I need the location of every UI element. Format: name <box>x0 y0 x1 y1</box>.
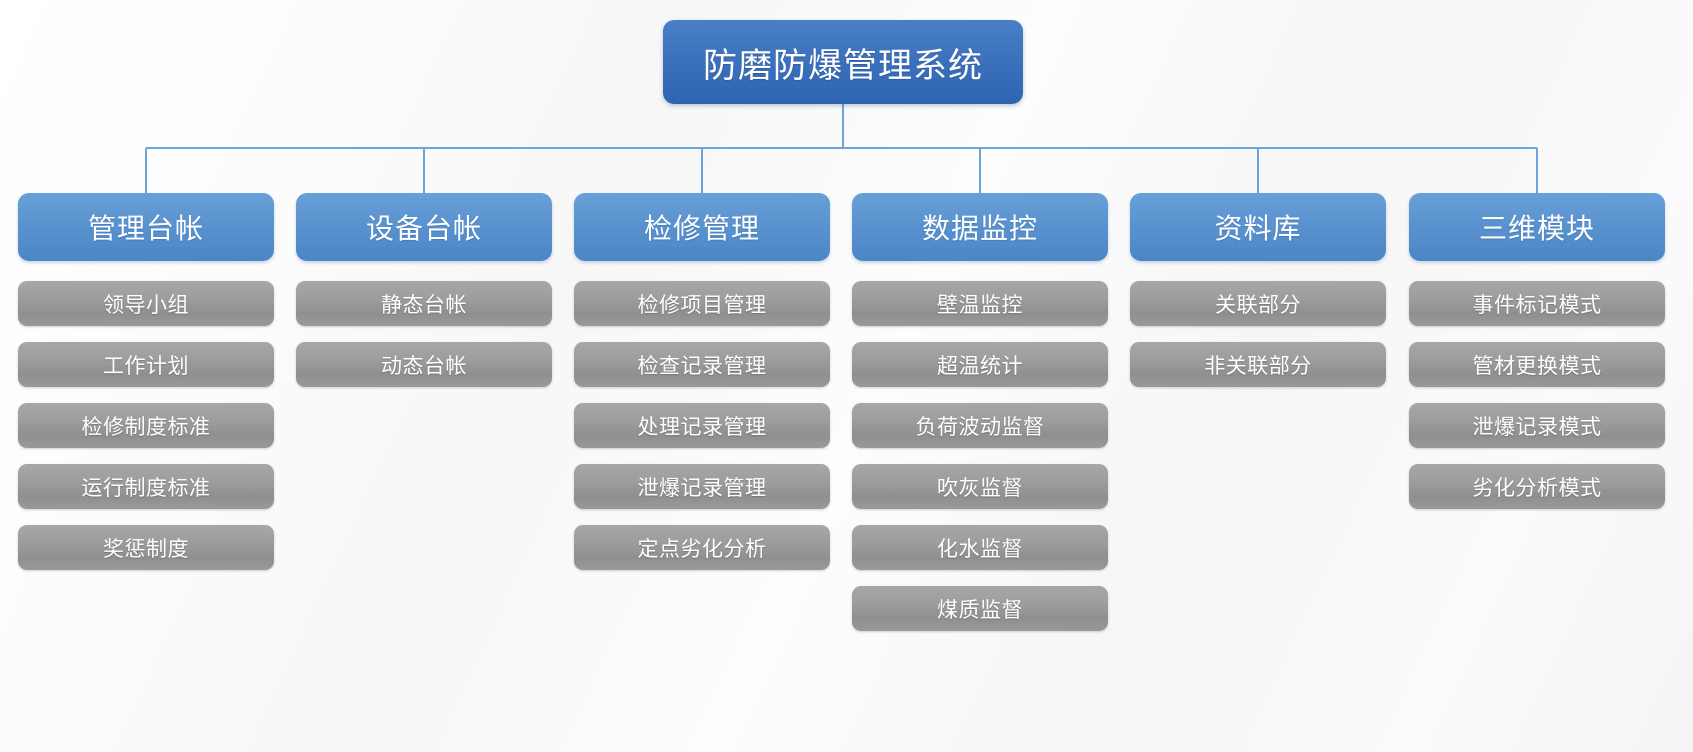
leaf-node-yunxing-zhidu-biaozhun[interactable]: 运行制度标准 <box>18 464 274 509</box>
leaf-node-label: 工作计划 <box>103 354 189 378</box>
leaf-node-label: 动态台帐 <box>381 354 467 378</box>
leaf-node-jingtai-taizhang[interactable]: 静态台帐 <box>296 281 552 326</box>
leaf-node-guancai-genghuan-moshi[interactable]: 管材更换模式 <box>1409 342 1665 387</box>
leaf-node-dingdian-liehua-fenxi[interactable]: 定点劣化分析 <box>574 525 830 570</box>
leaf-node-label: 化水监督 <box>937 537 1023 561</box>
branch-node-ziliaoku[interactable]: 资料库 <box>1130 193 1386 261</box>
leaf-node-label: 负荷波动监督 <box>915 415 1045 439</box>
leaf-node-label: 定点劣化分析 <box>637 537 767 561</box>
branch-node-shebei-taizhang[interactable]: 设备台帐 <box>296 193 552 261</box>
branch-node-shuju-jiankong[interactable]: 数据监控 <box>852 193 1108 261</box>
branch-children-4: 壁温监控 超温统计 负荷波动监督 吹灰监督 化水监督 煤质监督 <box>852 281 1108 631</box>
leaf-node-xiebao-jilu-moshi[interactable]: 泄爆记录模式 <box>1409 403 1665 448</box>
leaf-node-fuhe-bodong-jiandu[interactable]: 负荷波动监督 <box>852 403 1108 448</box>
branch-children-6: 事件标记模式 管材更换模式 泄爆记录模式 劣化分析模式 <box>1409 281 1665 509</box>
branch-column-6: 三维模块 事件标记模式 管材更换模式 泄爆记录模式 劣化分析模式 <box>1409 193 1665 509</box>
branch-column-4: 数据监控 壁温监控 超温统计 负荷波动监督 吹灰监督 化水监督 煤质监督 <box>852 193 1108 631</box>
branch-column-5: 资料库 关联部分 非关联部分 <box>1130 193 1386 387</box>
leaf-node-label: 关联部分 <box>1215 293 1301 317</box>
leaf-node-label: 劣化分析模式 <box>1472 476 1602 500</box>
leaf-node-label: 超温统计 <box>937 354 1023 378</box>
branch-node-label: 数据监控 <box>921 213 1038 244</box>
branch-children-1: 领导小组 工作计划 检修制度标准 运行制度标准 奖惩制度 <box>18 281 274 570</box>
root-node-system[interactable]: 防磨防爆管理系统 <box>663 20 1023 104</box>
branch-node-label: 资料库 <box>1214 213 1302 244</box>
leaf-node-label: 检查记录管理 <box>637 354 767 378</box>
leaf-node-label: 泄爆记录模式 <box>1472 415 1602 439</box>
leaf-node-chuli-jilu-guanli[interactable]: 处理记录管理 <box>574 403 830 448</box>
leaf-node-shijian-biaoji-moshi[interactable]: 事件标记模式 <box>1409 281 1665 326</box>
branch-node-guanli-taizhang[interactable]: 管理台帐 <box>18 193 274 261</box>
branch-node-label: 设备台帐 <box>365 213 482 244</box>
leaf-node-jiancha-jilu-guanli[interactable]: 检查记录管理 <box>574 342 830 387</box>
root-node-label: 防磨防爆管理系统 <box>703 46 983 85</box>
branch-node-label: 三维模块 <box>1478 213 1595 244</box>
leaf-node-lingdao-xiaozu[interactable]: 领导小组 <box>18 281 274 326</box>
leaf-node-jianxiu-xiangmu-guanli[interactable]: 检修项目管理 <box>574 281 830 326</box>
leaf-node-chuihui-jiandu[interactable]: 吹灰监督 <box>852 464 1108 509</box>
branch-children-5: 关联部分 非关联部分 <box>1130 281 1386 387</box>
branch-column-3: 检修管理 检修项目管理 检查记录管理 处理记录管理 泄爆记录管理 定点劣化分析 <box>574 193 830 570</box>
leaf-node-label: 事件标记模式 <box>1472 293 1602 317</box>
branch-column-2: 设备台帐 静态台帐 动态台帐 <box>296 193 552 387</box>
branch-children-2: 静态台帐 动态台帐 <box>296 281 552 387</box>
leaf-node-meizhi-jiandu[interactable]: 煤质监督 <box>852 586 1108 631</box>
leaf-node-chaowen-tongji[interactable]: 超温统计 <box>852 342 1108 387</box>
leaf-node-jiangcheng-zhidu[interactable]: 奖惩制度 <box>18 525 274 570</box>
leaf-node-jianxiu-zhidu-biaozhun[interactable]: 检修制度标准 <box>18 403 274 448</box>
leaf-node-label: 管材更换模式 <box>1472 354 1602 378</box>
leaf-node-dongtai-taizhang[interactable]: 动态台帐 <box>296 342 552 387</box>
leaf-node-label: 奖惩制度 <box>103 537 189 561</box>
branch-node-sanwei-mokuai[interactable]: 三维模块 <box>1409 193 1665 261</box>
branch-node-label: 管理台帐 <box>87 213 204 244</box>
leaf-node-label: 壁温监控 <box>937 293 1023 317</box>
leaf-node-feiguanlian-bufen[interactable]: 非关联部分 <box>1130 342 1386 387</box>
leaf-node-liehua-fenxi-moshi[interactable]: 劣化分析模式 <box>1409 464 1665 509</box>
leaf-node-biwen-jiankong[interactable]: 壁温监控 <box>852 281 1108 326</box>
leaf-node-label: 领导小组 <box>103 293 189 317</box>
leaf-node-label: 吹灰监督 <box>937 476 1023 500</box>
leaf-node-huashui-jiandu[interactable]: 化水监督 <box>852 525 1108 570</box>
branch-node-jianxiu-guanli[interactable]: 检修管理 <box>574 193 830 261</box>
leaf-node-label: 非关联部分 <box>1204 354 1312 378</box>
leaf-node-label: 煤质监督 <box>937 598 1023 622</box>
leaf-node-gongzuo-jihua[interactable]: 工作计划 <box>18 342 274 387</box>
leaf-node-guanlian-bufen[interactable]: 关联部分 <box>1130 281 1386 326</box>
leaf-node-xiebao-jilu-guanli[interactable]: 泄爆记录管理 <box>574 464 830 509</box>
branch-column-1: 管理台帐 领导小组 工作计划 检修制度标准 运行制度标准 奖惩制度 <box>18 193 274 570</box>
branch-node-label: 检修管理 <box>643 213 760 244</box>
leaf-node-label: 泄爆记录管理 <box>637 476 767 500</box>
branch-children-3: 检修项目管理 检查记录管理 处理记录管理 泄爆记录管理 定点劣化分析 <box>574 281 830 570</box>
leaf-node-label: 处理记录管理 <box>637 415 767 439</box>
leaf-node-label: 运行制度标准 <box>81 476 211 500</box>
leaf-node-label: 检修项目管理 <box>637 293 767 317</box>
leaf-node-label: 检修制度标准 <box>81 415 211 439</box>
leaf-node-label: 静态台帐 <box>381 293 467 317</box>
